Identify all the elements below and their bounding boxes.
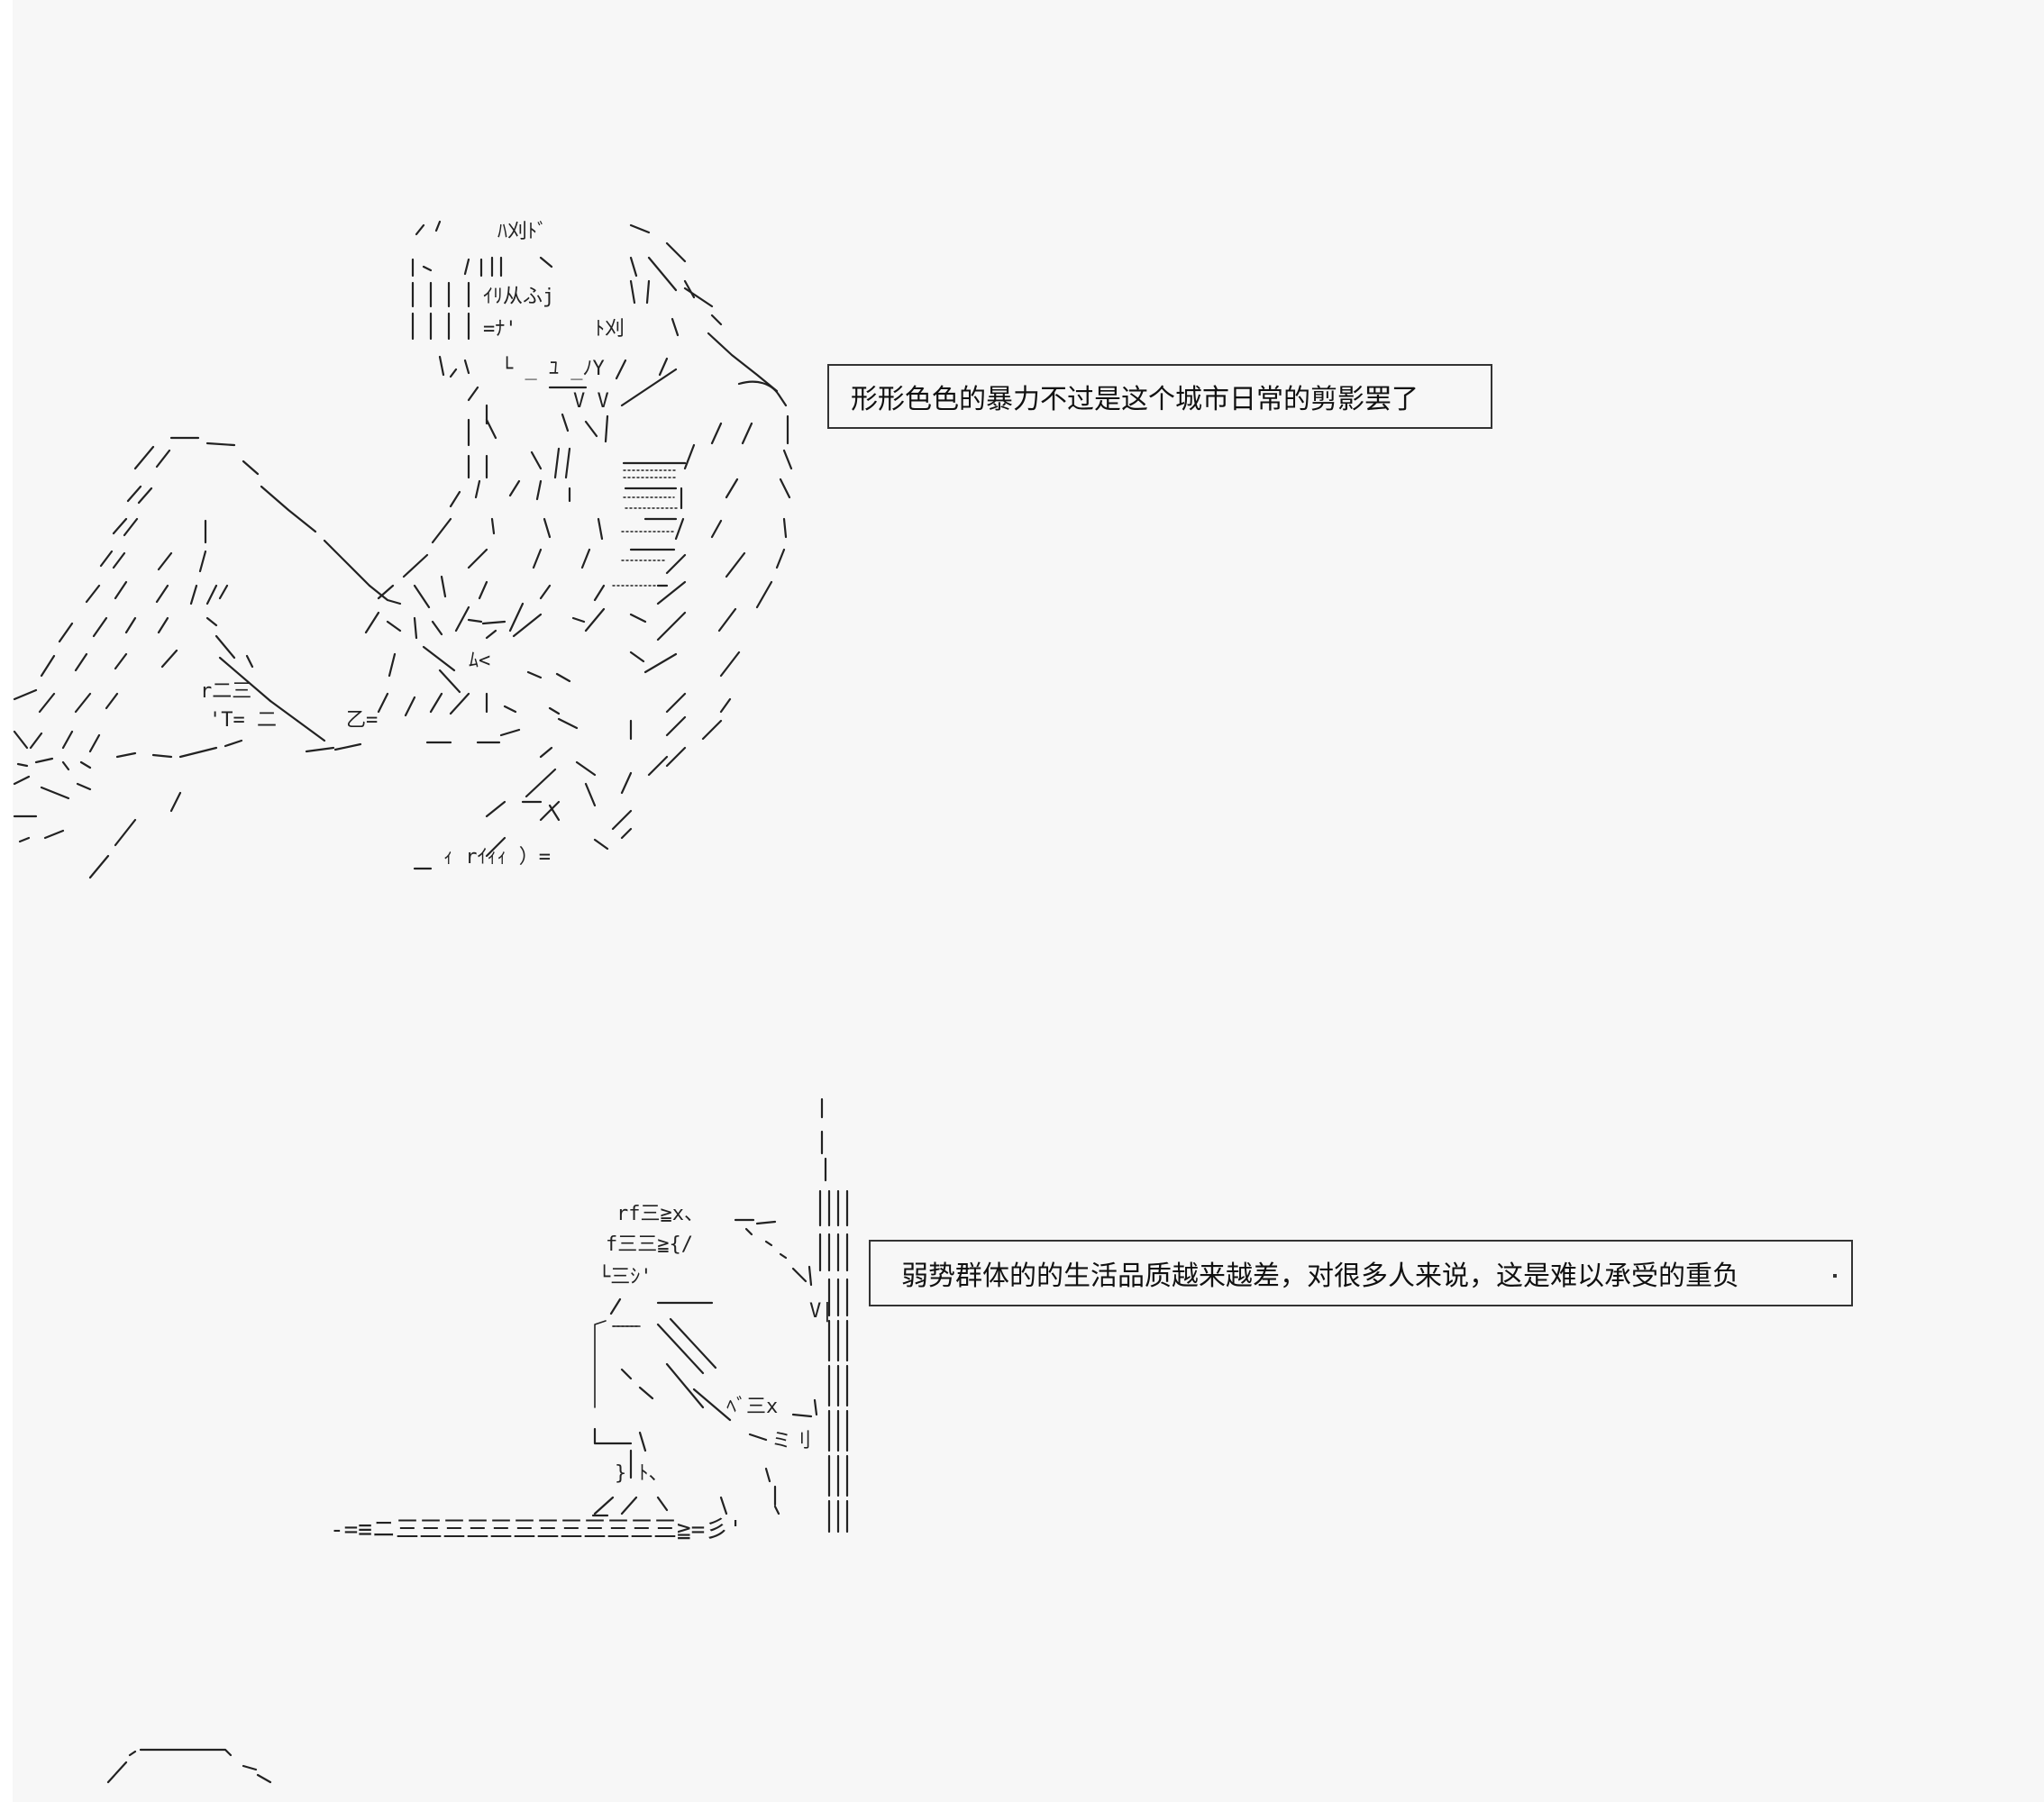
page-margin (0, 0, 13, 1802)
ascii-fragment: └ _ ﾕ _ﾉY (501, 356, 605, 380)
ascii-fragment: ﾊ刈ﾄﾞ (497, 221, 547, 243)
ascii-art-sitting-figure: V| rf三≧x、 f三三≧{/ └三ｼ' ﾍﾞ三x ミ刂 } ﾄ、 (591, 1097, 849, 1534)
ascii-fragment: ﾍﾞ三x (726, 1396, 778, 1418)
ascii-fragment: r二三 (200, 680, 251, 703)
ascii-fragment: } ﾄ、 (615, 1462, 669, 1485)
caption-text-1: 形形色色的暴力不过是这个城市日常的剪影罢了 (851, 384, 1419, 415)
ascii-fragment: -=≡ニ三三三三三三三三三三三三≧=彡' (330, 1516, 743, 1543)
ascii-art-floor-line: -=≡ニ三三三三三三三三三三三三≧=彡' (330, 1516, 743, 1543)
caption-box-2-mark (1833, 1274, 1837, 1278)
ascii-fragment: ｨ rｲｨｨ ）= (443, 846, 551, 869)
ascii-fragment: 'T= 二 (209, 709, 277, 732)
ascii-fragment: f三三≧{/ (606, 1233, 693, 1256)
manga-page (13, 0, 2044, 1802)
caption-text-2: 弱势群体的的生活品质越来越差，对很多人来说，这是难以承受的重负 (901, 1260, 1739, 1292)
caption-box-2: 弱势群体的的生活品质越来越差，对很多人来说，这是难以承受的重负 (869, 1240, 1853, 1306)
ascii-art-reclining-figure: ﾊ刈ﾄﾞ ｲﾘ从ふj =ﾅ' ﾄ刈 └ _ ﾕ _ﾉY V V r二三 'T= … (13, 220, 793, 879)
caption-box-1: 形形色色的暴力不过是这个城市日常的剪影罢了 (827, 364, 1492, 429)
ascii-fragment: rf三≧x、 (616, 1203, 704, 1225)
ascii-fragment: 乙= (346, 709, 378, 732)
ascii-fragment: V V (573, 390, 609, 413)
ascii-fragment: V| (809, 1300, 834, 1323)
ascii-fragment: ｲﾘ从ふj (483, 286, 554, 308)
ascii-art-partial-figure (106, 1748, 272, 1784)
ascii-fragment: ﾄ刈 (595, 318, 625, 341)
ascii-fragment: └三ｼ' (598, 1264, 652, 1288)
ascii-fragment: ﾑ< (469, 650, 490, 672)
ascii-fragment: ミ刂 (771, 1430, 811, 1452)
ascii-fragment: =ﾅ' (483, 318, 517, 341)
